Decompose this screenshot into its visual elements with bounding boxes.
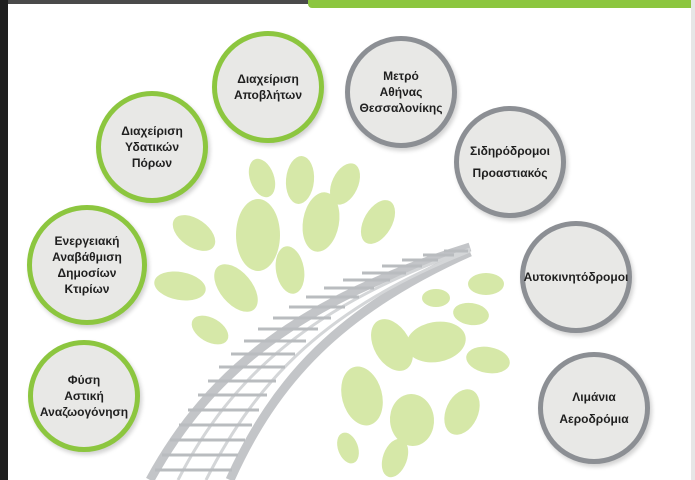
node-energy-upgrade-public-buildings: Ενεργειακή Αναβάθμιση Δημοσίων Κτιρίων [27, 205, 147, 325]
leaf [371, 319, 413, 371]
leaf [381, 438, 409, 478]
leaf [337, 432, 359, 464]
rail-right [225, 247, 472, 480]
node-label: Μετρό Αθήνας Θεσσαλονίκης [359, 69, 443, 115]
leaf [214, 264, 258, 312]
leaf [248, 158, 276, 198]
leaves-group [154, 156, 510, 478]
leaf [191, 315, 229, 345]
left-frame-bar [0, 0, 8, 480]
node-label: Λιμάνια Αεροδρόμια [559, 390, 629, 426]
leaf [444, 389, 480, 435]
leaf [236, 199, 280, 271]
leaf [422, 289, 450, 307]
leaf [453, 302, 489, 326]
right-frame-bar [691, 0, 695, 480]
leaf [275, 246, 305, 294]
node-label: Διαχείριση Αποβλήτων [233, 72, 302, 102]
leaf [285, 156, 315, 204]
sleepers [155, 249, 468, 472]
node-water-resources: Διαχείριση Υδατικών Πόρων [96, 91, 208, 203]
leaf [302, 192, 340, 252]
node-motorways: Αυτοκινητόδρομοι [520, 221, 632, 333]
node-label: Σιδηρόδρομοι Προαστιακός [470, 144, 550, 180]
top-accent-bar [308, 0, 695, 8]
node-ports-airports: Λιμάνια Αεροδρόμια [538, 352, 650, 464]
node-waste-management: Διαχείριση Αποβλήτων [212, 31, 324, 143]
leaf [360, 200, 396, 244]
node-label: Αυτοκινητόδρομοι [523, 270, 629, 284]
leaf [329, 163, 361, 205]
node-label: Ενεργειακή Αναβάθμιση Δημοσίων Κτιρίων [52, 234, 122, 296]
node-nature-urban-regeneration: Φύση Αστική Αναζωογόνηση [28, 340, 140, 452]
leaf [172, 215, 216, 251]
leaf [341, 366, 383, 426]
leaf [468, 273, 504, 295]
top-frame-bar [8, 0, 308, 4]
node-metro-athens-thessaloniki: Μετρό Αθήνας Θεσσαλονίκης [345, 36, 457, 148]
leaf [406, 321, 466, 363]
leaf [466, 346, 510, 374]
railway-track [146, 242, 472, 480]
node-label: Διαχείριση Υδατικών Πόρων [121, 124, 183, 170]
leaf [389, 394, 435, 446]
node-label: Φύση Αστική Αναζωογόνηση [39, 373, 129, 419]
leaf [154, 271, 206, 301]
node-railways-suburban: Σιδηρόδρομοι Προαστιακός [454, 106, 566, 218]
